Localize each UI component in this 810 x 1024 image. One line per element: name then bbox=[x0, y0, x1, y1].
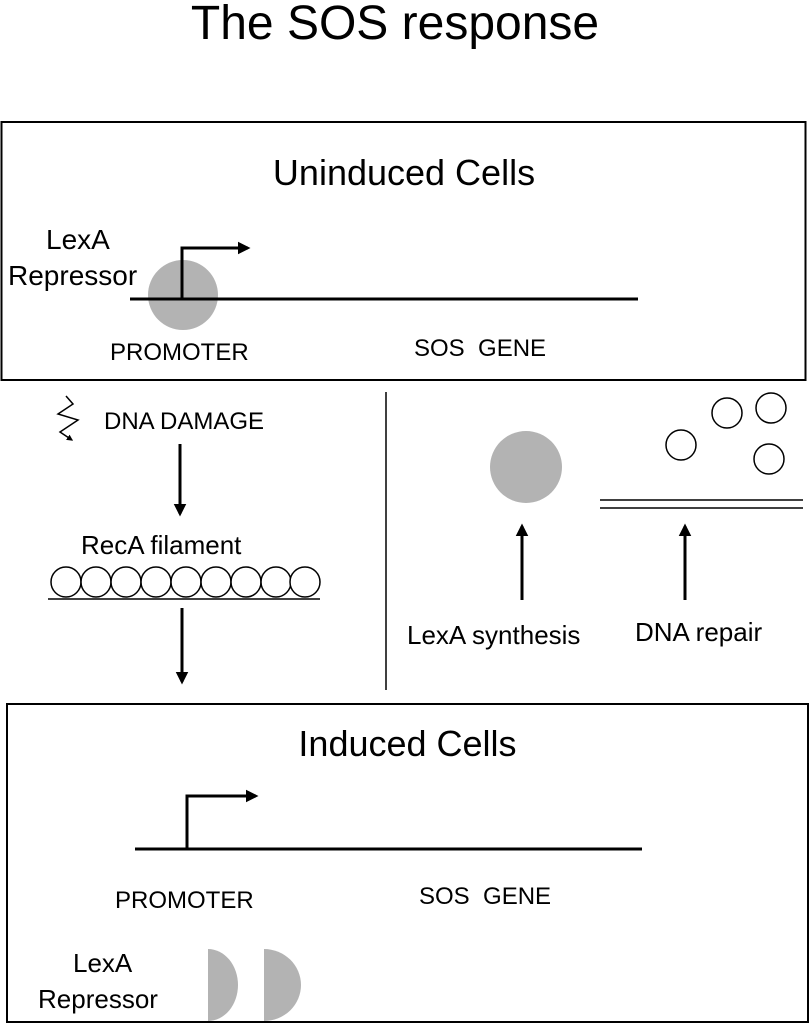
repair-protein-circle bbox=[665, 429, 697, 461]
uninduced-repressor-label-line1: LexA bbox=[46, 224, 110, 255]
reca-filament bbox=[48, 566, 321, 600]
induced-promoter-arrow bbox=[185, 789, 259, 849]
repair-protein-circle bbox=[711, 397, 743, 429]
induced-promoter-label: PROMOTER bbox=[115, 887, 254, 914]
uninduced-box bbox=[0, 121, 807, 381]
repair-protein-circle bbox=[755, 392, 787, 424]
lexa-synthesis-label: LexA synthesis bbox=[407, 620, 581, 650]
repair-protein-circle bbox=[753, 443, 785, 475]
uninduced-gene-label: SOS GENE bbox=[414, 335, 547, 362]
reca-monomer bbox=[230, 566, 262, 598]
uninduced-title: Uninduced Cells bbox=[272, 152, 536, 193]
induced-title: Induced Cells bbox=[298, 723, 517, 764]
reca-monomer bbox=[80, 566, 112, 598]
lexa-protein-circle bbox=[490, 431, 562, 503]
uninduced-promoter-label: PROMOTER bbox=[110, 339, 249, 366]
uninduced-promoter-arrow bbox=[180, 241, 251, 299]
reca-monomer bbox=[170, 566, 202, 598]
induced-gene-label: SOS GENE bbox=[419, 883, 552, 910]
reca-monomer bbox=[260, 566, 292, 598]
induced-box bbox=[6, 703, 809, 1023]
reca-monomer bbox=[110, 566, 142, 598]
cleaved-lexa-half bbox=[264, 949, 301, 1021]
induced-repressor-label-line1: LexA bbox=[73, 948, 133, 978]
reca-monomer bbox=[289, 566, 321, 598]
reca-monomer bbox=[50, 566, 82, 598]
reca-monomer bbox=[200, 566, 232, 598]
page-title: The SOS response bbox=[190, 0, 600, 50]
dna-damage-label: DNA DAMAGE bbox=[104, 408, 265, 435]
induced-repressor-label-line2: Repressor bbox=[38, 984, 158, 1014]
cleaved-lexa-half bbox=[208, 949, 238, 1021]
reca-monomer bbox=[140, 566, 172, 598]
dna-repair-label: DNA repair bbox=[635, 617, 763, 647]
damage-zigzag-icon bbox=[56, 395, 80, 441]
uninduced-repressor-label-line2: Repressor bbox=[8, 260, 138, 291]
reca-filament-label: RecA filament bbox=[81, 530, 242, 560]
